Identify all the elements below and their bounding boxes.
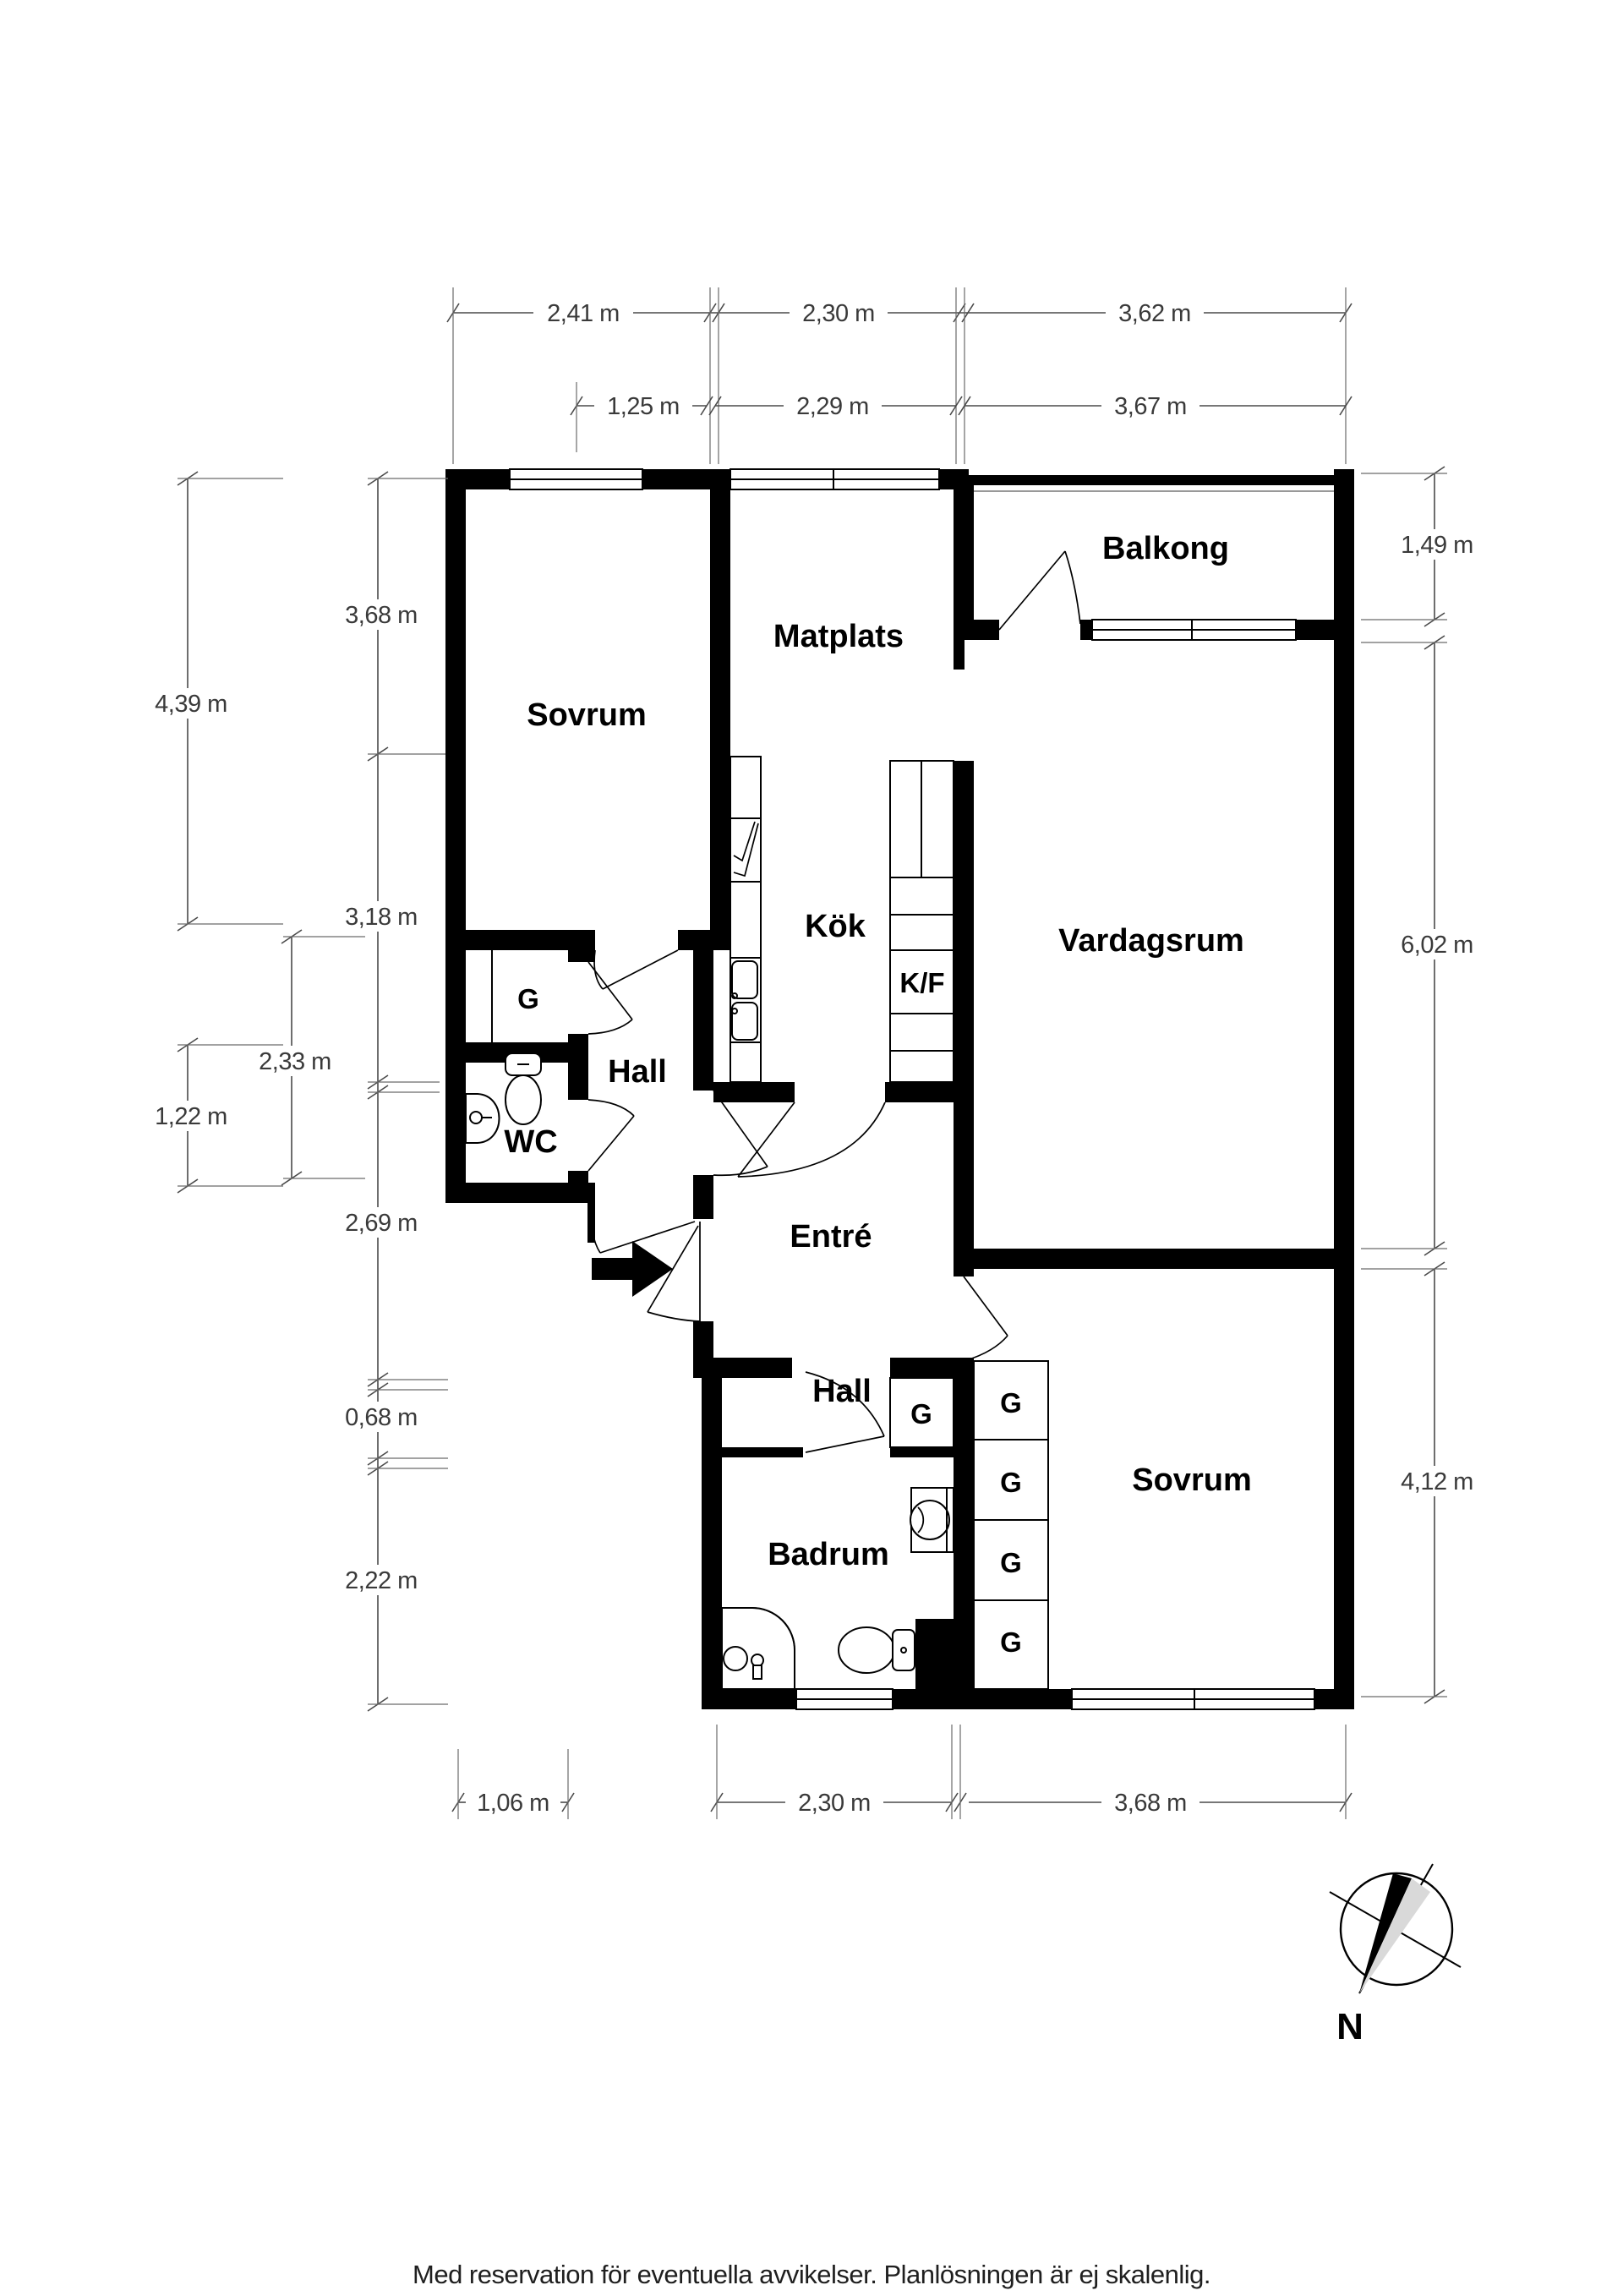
label-badrum: Badrum: [768, 1537, 889, 1572]
door-sovrum1: [593, 949, 679, 990]
door-hall-entre: [713, 1090, 768, 1177]
dim-left-222: 2,22 m: [345, 1567, 418, 1594]
windows: [509, 468, 1315, 1710]
door-g1: [587, 961, 633, 1035]
dim-top1-2: 2,30 m: [802, 300, 875, 327]
compass-circle: [1339, 1872, 1454, 1987]
g-column-closets: [973, 1360, 1049, 1690]
label-kok: Kök: [805, 909, 866, 944]
dim-left-068: 0,68 m: [345, 1404, 418, 1431]
label-hall1: Hall: [608, 1054, 667, 1090]
dim-bottom-106: 1,06 m: [477, 1790, 549, 1817]
dim-top2-2: 2,29 m: [796, 393, 869, 420]
dim-right-602: 6,02 m: [1401, 932, 1473, 959]
dim-right-412: 4,12 m: [1401, 1468, 1473, 1495]
dim-left-368: 3,68 m: [345, 602, 418, 629]
label-g-col1: G: [1000, 1387, 1022, 1419]
fixtures: [465, 756, 1049, 1690]
wc-sink-icon: [465, 1093, 500, 1144]
dimension-labels: 2,41 m 2,30 m 3,62 m 1,25 m 2,29 m 3,67 …: [139, 298, 1490, 1818]
dim-bottom-230: 2,30 m: [798, 1790, 871, 1817]
walls: [445, 469, 1354, 1709]
door-balkong: [998, 550, 1081, 631]
dim-left-233: 2,33 m: [259, 1048, 331, 1075]
label-sovrum1: Sovrum: [527, 697, 646, 733]
dim-bottom-368: 3,68 m: [1114, 1790, 1187, 1817]
shower-icon: [721, 1607, 795, 1690]
label-wc: WC: [504, 1124, 557, 1160]
window-sovrum1: [509, 468, 643, 490]
dim-left-439: 4,39 m: [155, 691, 227, 718]
door-sovrum2: [963, 1276, 1008, 1362]
wc-toilet-icon: [505, 1052, 542, 1125]
room-labels: Balkong Matplats Sovrum Kök K/F Vardagsr…: [504, 531, 1251, 1658]
window-sovrum2: [1071, 1688, 1315, 1710]
label-kf: K/F: [899, 967, 944, 998]
kitchen-sink-icon: [731, 960, 758, 1041]
label-entre: Entré: [790, 1219, 872, 1255]
washing-machine-icon: [910, 1487, 954, 1553]
dim-top1-1: 2,41 m: [547, 300, 620, 327]
window-badrum: [795, 1688, 893, 1710]
label-matplats: Matplats: [773, 619, 904, 654]
dim-left-269: 2,69 m: [345, 1210, 418, 1237]
door-badrum: [805, 1371, 885, 1453]
label-g-col4: G: [1000, 1626, 1022, 1658]
g-hall-closet: [889, 1377, 954, 1448]
entrance-arrow-icon: [592, 1241, 673, 1297]
footer-disclaimer: Med reservation för eventuella avvikelse…: [413, 2260, 1210, 2289]
dimension-lines: [177, 287, 1447, 1819]
label-vardagsrum: Vardagsrum: [1058, 923, 1244, 959]
label-sovrum2: Sovrum: [1132, 1462, 1251, 1498]
label-g-col3: G: [1000, 1547, 1022, 1578]
label-g-hall: G: [910, 1398, 932, 1430]
dim-left-122: 1,22 m: [155, 1103, 227, 1130]
dim-top2-3: 3,67 m: [1114, 393, 1187, 420]
door-kok: [737, 1102, 886, 1178]
compass: N: [1329, 1863, 1462, 2047]
label-balkong: Balkong: [1102, 531, 1229, 566]
label-g1: G: [517, 983, 539, 1014]
doors: [587, 550, 1081, 1453]
dim-top1-3: 3,62 m: [1118, 300, 1191, 327]
compass-needle-light: [1359, 1878, 1430, 1993]
compass-needle-dark: [1359, 1873, 1412, 1993]
stove-icon: [733, 823, 759, 877]
dim-right-149: 1,49 m: [1401, 532, 1473, 559]
dim-left-318: 3,18 m: [345, 904, 418, 931]
dim-top2-1: 1,25 m: [607, 393, 680, 420]
compass-north-label: N: [1336, 2006, 1363, 2047]
label-g-col2: G: [1000, 1467, 1022, 1498]
label-hall2: Hall: [812, 1374, 872, 1409]
fridge-freezer-cabinet: [889, 760, 954, 1083]
window-vardagsrum-balkong: [1091, 619, 1297, 641]
door-wc: [587, 1099, 635, 1172]
badrum-toilet-icon: [838, 1626, 915, 1674]
window-matplats: [730, 468, 940, 490]
